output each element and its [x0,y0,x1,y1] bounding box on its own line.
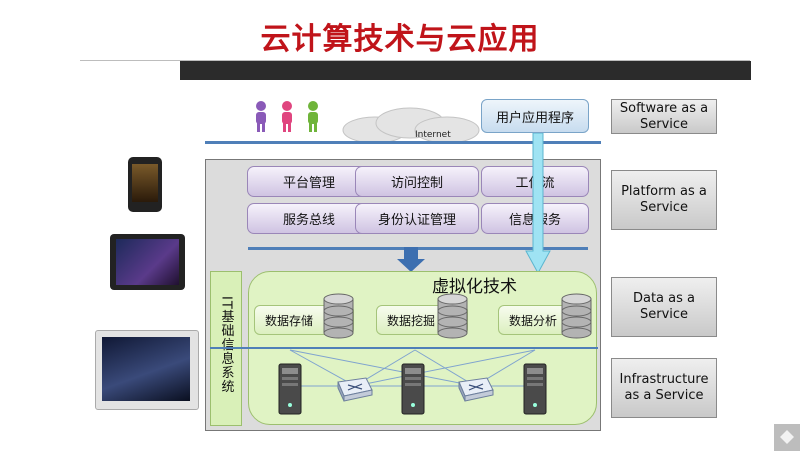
app-arrow-icon [525,133,551,274]
user-icon [308,101,318,132]
title-bar [180,61,751,80]
page-title: 云计算技术与云应用 [260,22,540,57]
network-switch-icon [337,377,373,402]
network-switch-icon [458,377,494,402]
category-iaas: Infrastructure as a Service [611,358,717,418]
slide-next-icon [780,430,794,444]
user-icon [282,101,292,132]
internet-line [205,141,601,144]
service-platform-management: 平台管理 [247,166,371,197]
service-bus: 服务总线 [247,203,371,234]
category-daas: Data as a Service [611,277,717,337]
virtualization-title: 虚拟化技术 [432,277,517,297]
database-icon [561,293,592,339]
phone-icon [128,157,162,212]
category-paas: Platform as a Service [611,170,717,230]
down-arrow-icon [397,247,425,272]
category-saas: Software as a Service [611,99,717,134]
users-group [256,101,318,132]
service-identity-auth: 身份认证管理 [355,203,479,234]
server-icon [523,363,547,415]
title-divider [80,60,750,61]
server-icon [401,363,425,415]
cloud-icon [342,107,480,144]
tablet-icon [95,330,199,410]
slide-next-button[interactable] [774,424,800,451]
internet-label: Internet [415,130,451,140]
tablet-icon [110,234,185,290]
database-icon [323,293,354,339]
network-links [210,347,598,387]
user-application-box: 用户应用程序 [481,99,589,133]
user-icon [256,101,266,132]
server-icon [278,363,302,415]
service-access-control: 访问控制 [355,166,479,197]
database-icon [437,293,468,339]
